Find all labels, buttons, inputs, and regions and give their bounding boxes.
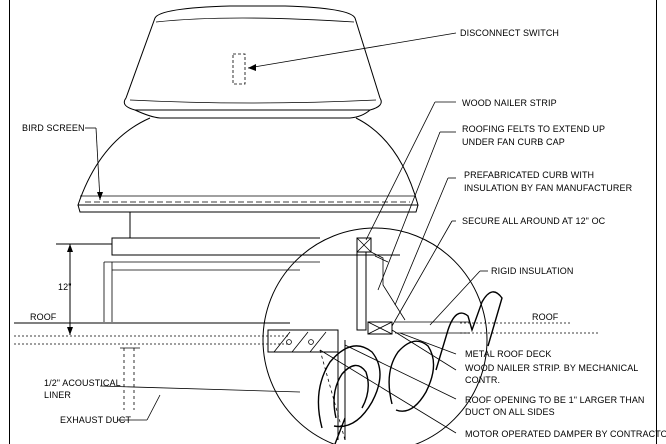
label-metal-roof-deck: METAL ROOF DECK — [465, 349, 552, 359]
detail-callout-circle — [262, 227, 488, 444]
label-exhaust-duct: EXHAUST DUCT — [60, 415, 131, 425]
label-roof-opening-line2: DUCT ON ALL SIDES — [465, 407, 555, 417]
fan-hood — [123, 5, 382, 111]
label-roof-opening-line1: ROOF OPENING TO BE 1" LARGER THAN — [465, 395, 645, 405]
label-wood-nailer-mech-line2: CONTR. — [465, 375, 500, 385]
hatched-overlay — [317, 291, 503, 444]
label-dimension-12in: 12" — [58, 282, 72, 292]
label-acoustical-liner-line1: 1/2" ACOUSTICAL — [44, 378, 121, 388]
label-bird-screen: BIRD SCREEN — [22, 123, 85, 133]
label-acoustical-liner-line2: LINER — [44, 390, 71, 400]
exhaust-duct — [120, 347, 140, 410]
leader-lines — [85, 32, 488, 434]
label-roof-right: ROOF — [532, 312, 559, 322]
label-motor-damper: MOTOR OPERATED DAMPER BY CONTRACTOR — [465, 429, 666, 439]
roof-deck-line — [14, 322, 600, 345]
label-wood-nailer-strip: WOOD NAILER STRIP — [462, 98, 557, 108]
fan-curb — [103, 212, 400, 322]
label-prefab-curb-line1: PREFABRICATED CURB WITH — [464, 170, 594, 180]
label-roofing-felts-line1: ROOFING FELTS TO EXTEND UP — [462, 124, 605, 134]
label-roofing-felts-line2: UNDER FAN CURB CAP — [462, 137, 565, 147]
dimension-12in — [56, 243, 112, 335]
label-prefab-curb-line2: INSULATION BY FAN MANUFACTURER — [464, 183, 633, 193]
fan-skirt — [77, 109, 419, 213]
label-disconnect-switch: DISCONNECT SWITCH — [460, 28, 559, 38]
label-rigid-insulation: RIGID INSULATION — [491, 266, 573, 276]
disconnect-switch-box — [232, 53, 246, 85]
label-roof-left: ROOF — [30, 312, 57, 322]
label-wood-nailer-mech-line1: WOOD NAILER STRIP. BY MECHANICAL — [465, 363, 638, 373]
label-secure-all-around: SECURE ALL AROUND AT 12" OC — [462, 216, 606, 226]
